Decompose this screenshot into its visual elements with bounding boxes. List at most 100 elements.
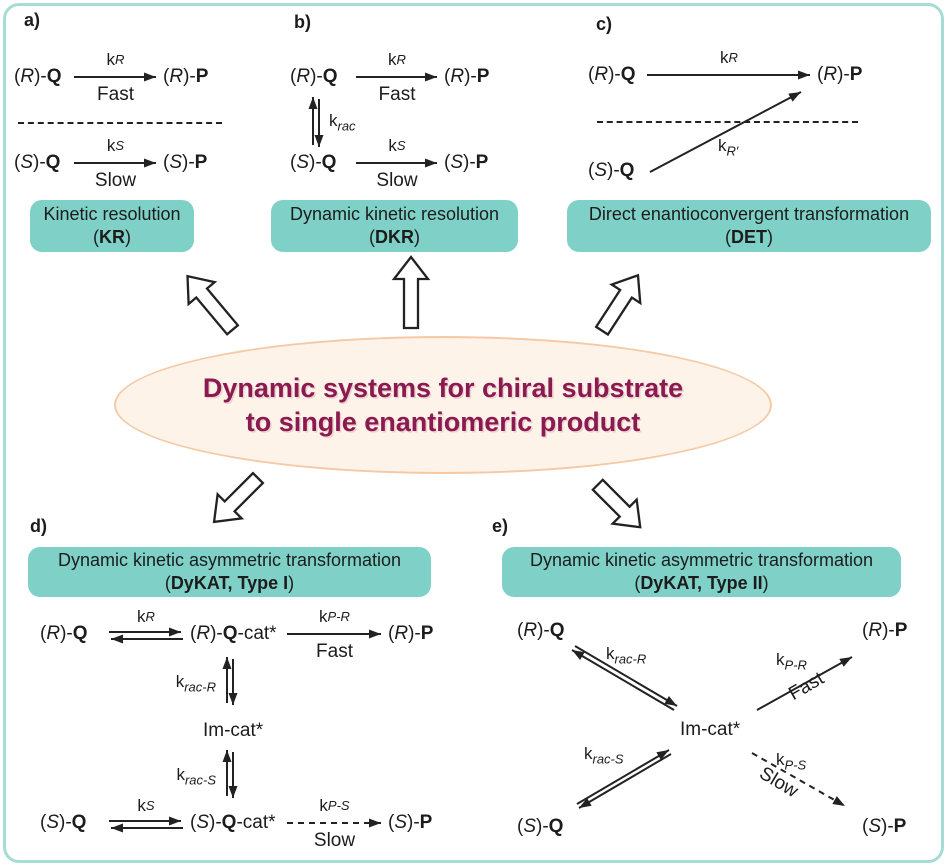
equilibrium-arrows-kracS	[222, 750, 238, 798]
species-SQ: (S)-Q	[588, 160, 635, 181]
species-SQ: (S)-Q	[14, 152, 61, 173]
panel-b-title: Dynamic kinetic resolution	[289, 204, 500, 224]
species-RQ: (R)-Q	[517, 620, 565, 641]
species-RP: (R)-P	[444, 66, 490, 87]
panel-c-title: Direct enantioconvergent transformation	[588, 204, 910, 224]
species-SQcat: (S)-Q-cat*	[190, 812, 276, 833]
forward-arrow	[356, 158, 437, 168]
slow-label: Slow	[376, 170, 418, 191]
species-Imcat: Im-cat*	[203, 720, 264, 741]
panel-e-label: e)	[492, 516, 509, 536]
dashed-forward-arrow	[287, 818, 381, 828]
block-arrow-down-left-icon	[212, 471, 265, 524]
block-arrow-up-icon	[391, 255, 431, 330]
species-RQ: (R)-Q	[14, 66, 62, 87]
species-SP: (S)-P	[444, 152, 489, 173]
fast-label: Fast	[316, 641, 353, 662]
species-RQ: (R)-Q	[588, 64, 636, 85]
species-SQ: (S)-Q	[40, 812, 87, 833]
species-RP: (R)-P	[388, 623, 434, 644]
rate-label-kRprime: kR′	[718, 136, 739, 159]
panel-a-abbr: (KR)	[93, 227, 131, 247]
reaction-arrow-e-fast	[756, 656, 853, 711]
forward-arrow	[74, 72, 156, 82]
panel-d-title: Dynamic kinetic asymmetric transformatio…	[57, 550, 402, 570]
slow-label: Slow	[94, 170, 137, 191]
species-RQ: (R)-Q	[40, 623, 88, 644]
forward-arrow	[356, 72, 437, 82]
central-theme-ellipse: Dynamic systems for chiral substrate to …	[114, 336, 772, 474]
equilibrium-arrows-krac	[308, 97, 324, 147]
panel-c-label: c)	[596, 14, 613, 34]
rate-label-kPR: kP-R	[776, 650, 807, 673]
equilibrium-arrows-kracR	[222, 657, 238, 705]
panel-c-abbr: (DET)	[725, 227, 773, 247]
equilibrium-arrows	[109, 627, 183, 644]
panel-d-label: d)	[30, 516, 47, 536]
equilibrium-arrows-e-kracR	[571, 645, 678, 711]
headline-line1: Dynamic systems for chiral substrate	[202, 373, 684, 403]
fast-label: Fast	[97, 84, 134, 105]
panel-b-abbr: (DKR)	[369, 227, 420, 247]
species-SP: (S)-P	[388, 812, 433, 833]
panel-b-title-box: Dynamic kinetic resolution (DKR)	[271, 200, 518, 252]
convergent-arrow-kRprime	[649, 91, 802, 173]
divider-a	[18, 122, 222, 124]
slow-label: Slow	[313, 830, 356, 851]
species-SP: (S)-P	[862, 816, 907, 837]
headline-line2: to single enantiomeric product	[245, 407, 641, 437]
rate-label-kPS: kP-S	[776, 750, 807, 773]
species-RP: (R)-P	[862, 620, 908, 641]
species-SQ: (S)-Q	[517, 816, 564, 837]
forward-arrow	[74, 158, 156, 168]
panel-e-title-box: Dynamic kinetic asymmetric transformatio…	[502, 547, 901, 597]
divider-c	[597, 121, 858, 123]
rate-label-kracR: krac-R	[606, 644, 647, 667]
block-arrow-up-left-icon	[186, 274, 240, 336]
panel-b-label: b)	[294, 12, 311, 32]
panel-a-title-box: Kinetic resolution (KR)	[30, 200, 194, 252]
figure-border	[3, 3, 944, 863]
panel-d-abbr: (DyKAT, Type I)	[164, 573, 295, 593]
panel-e-abbr: (DyKAT, Type II)	[634, 573, 769, 593]
equilibrium-arrows-e-kracS	[576, 749, 672, 809]
species-RP: (R)-P	[163, 66, 209, 87]
panel-a-title: Kinetic resolution	[43, 204, 181, 224]
block-arrow-down-right-icon	[591, 478, 642, 529]
rate-label-kracR: krac-R	[175, 672, 216, 695]
species-RQ: (R)-Q	[290, 66, 338, 87]
species-RP: (R)-P	[817, 64, 863, 85]
rate-label-krac: krac	[329, 111, 356, 134]
rate-label-kracS: krac-S	[584, 744, 624, 767]
rate-label-kracS: krac-S	[176, 765, 216, 788]
panel-e-title: Dynamic kinetic asymmetric transformatio…	[529, 550, 874, 570]
forward-arrow	[287, 629, 381, 639]
species-RQcat: (R)-Q-cat*	[190, 623, 277, 644]
forward-arrow	[647, 70, 810, 80]
species-SQ: (S)-Q	[290, 152, 337, 173]
block-arrow-up-right-icon	[594, 273, 642, 337]
species-SP: (S)-P	[163, 152, 208, 173]
panel-d-title-box: Dynamic kinetic asymmetric transformatio…	[28, 547, 431, 597]
equilibrium-arrows	[109, 816, 183, 833]
species-Imcat: Im-cat*	[680, 719, 741, 740]
